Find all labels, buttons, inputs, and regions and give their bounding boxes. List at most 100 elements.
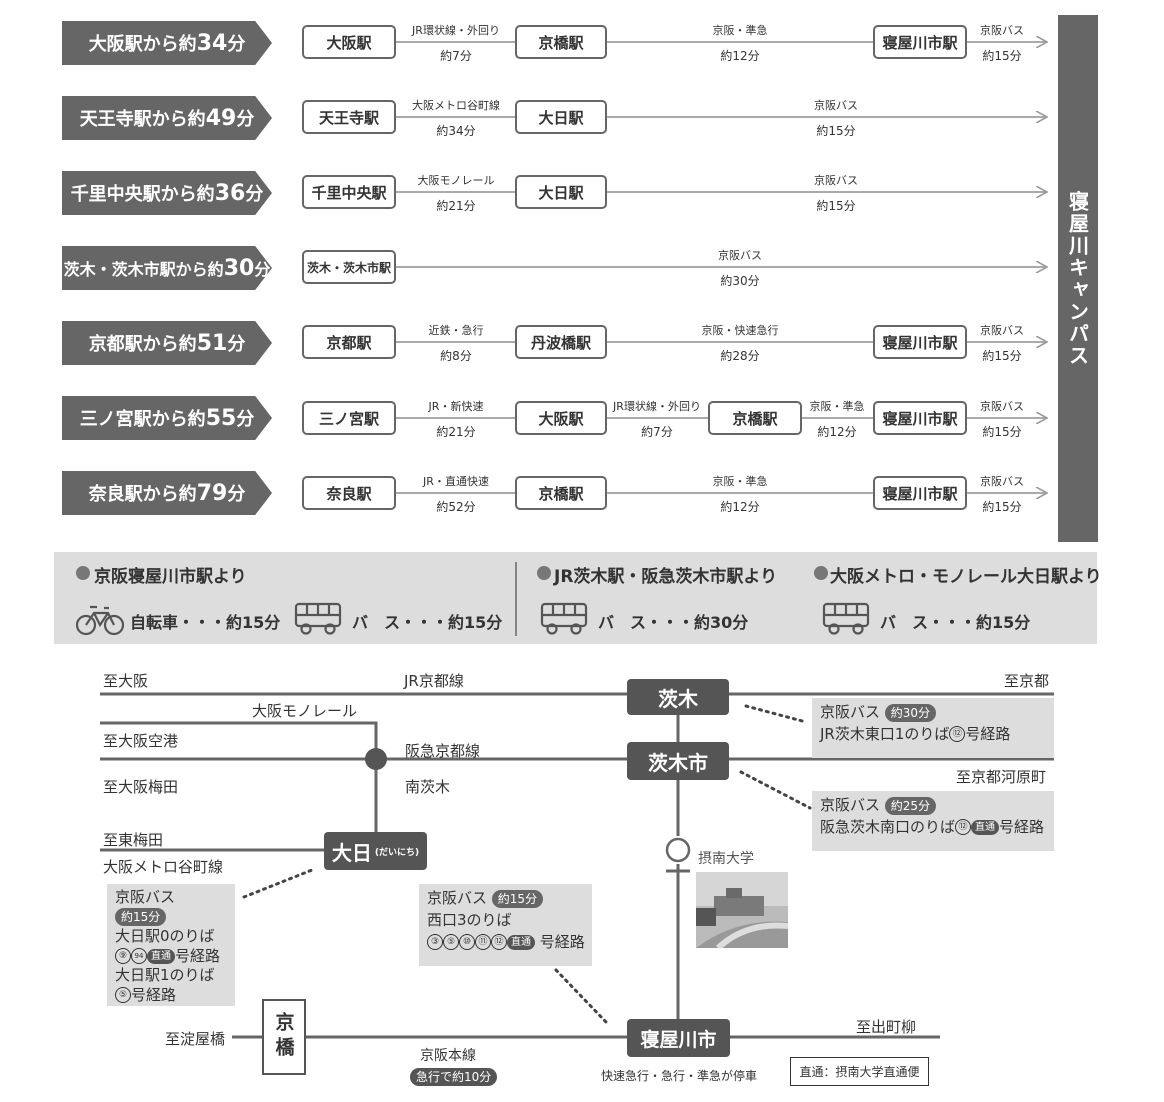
info-box-suffix: 号経路 — [999, 817, 1045, 836]
segment-line-name: 京阪・準急 — [712, 475, 768, 488]
station-box: 寝屋川市駅 — [873, 25, 967, 59]
direct-badge: 直通 — [147, 948, 175, 964]
station-box: 三ノ宮駅 — [302, 401, 396, 435]
info-box-stop: 大日駅0のりば — [115, 927, 215, 945]
route-label-unit: 分 — [236, 109, 255, 130]
station-box: 寝屋川市駅 — [873, 476, 967, 510]
route-label-unit: 分 — [227, 334, 246, 355]
station-kyobashi: 京橋 — [262, 999, 306, 1075]
duration-badge: 約30分 — [884, 703, 937, 722]
access-panel: 京阪寝屋川市駅より 自転車・・・約15分 バ ス・・・約15分 JR茨木駅・阪急… — [54, 552, 1102, 644]
segment-time: 約15分 — [816, 199, 856, 213]
duration-badge: 約15分 — [491, 889, 544, 908]
station-dainichi: 大日(だいにち) — [324, 832, 427, 870]
segment-time: 約7分 — [440, 49, 472, 63]
info-box-stop: JR茨木東口1のりば — [820, 724, 950, 743]
station-ibaraki-shi: 茨木市 — [627, 742, 729, 780]
station-box: 大日駅 — [515, 100, 607, 134]
segment-time: 約52分 — [436, 500, 476, 514]
segment-line-name: JR・新快速 — [428, 400, 484, 413]
station-box: 寝屋川市駅 — [873, 401, 967, 435]
segment-line-name: 京阪バス — [980, 324, 1024, 337]
segment-line-name: 大阪モノレール — [417, 174, 495, 187]
segment-time: 約28分 — [720, 349, 760, 363]
station-box: 大阪駅 — [515, 401, 607, 435]
label-hankyu-kyoto-line: 阪急京都線 — [405, 742, 481, 760]
route-label-minutes: 55 — [205, 405, 237, 431]
station-dainichi-name: 大日 — [331, 840, 372, 865]
info-box-stop: 大日駅1のりば — [115, 966, 215, 984]
route-number: ⑤ — [443, 934, 459, 950]
route-label-text: 天王寺駅から約 — [79, 109, 206, 130]
route-number: 94 — [131, 948, 147, 964]
station-box: 京橋駅 — [515, 476, 607, 510]
route-label-text: 京都駅から約 — [88, 334, 197, 355]
label-osaka-monorail: 大阪モノレール — [252, 702, 358, 720]
segment-line-name: JR環状線・外回り — [412, 24, 500, 37]
bullet-icon — [76, 566, 90, 580]
segment-line-name: 京阪バス — [980, 24, 1024, 37]
segment-time: 約15分 — [982, 49, 1022, 63]
segment-time: 約21分 — [436, 199, 476, 213]
campus-photo — [696, 872, 788, 948]
segment-time: 約12分 — [720, 500, 760, 514]
label-to-kyoto: 至京都 — [1004, 672, 1050, 690]
bus-time: バ ス・・・約15分 — [880, 613, 1031, 632]
info-box-suffix: 号経路 — [175, 946, 221, 965]
access-group-ibaraki-heading: JR茨木駅・阪急茨木市駅より — [554, 567, 778, 587]
label-to-osaka-umeda: 至大阪梅田 — [103, 778, 179, 796]
route-number: ⑫ — [949, 726, 966, 743]
route-label-minutes: 30 — [223, 255, 255, 281]
label-to-yodoyabashi: 至淀屋橋 — [165, 1030, 226, 1048]
segment-time: 約15分 — [816, 124, 856, 138]
station-box: 奈良駅 — [302, 476, 396, 510]
route-label-text: 奈良駅から約 — [88, 484, 197, 505]
route-number: ⑤ — [115, 987, 131, 1003]
route-label-minutes: 79 — [196, 480, 228, 506]
segment-line-name: 京阪バス — [980, 400, 1024, 413]
route-label-text: 大阪駅から約 — [88, 34, 197, 55]
segment-time: 約21分 — [436, 425, 476, 439]
route-label-minutes: 51 — [196, 330, 228, 356]
station-box: 茨木・茨木市駅 — [302, 250, 396, 284]
station-box: 丹波橋駅 — [515, 325, 607, 359]
bicycle-icon — [76, 605, 124, 636]
route-label-text: 茨木・茨木市駅から約 — [63, 260, 224, 279]
info-box-title: 京阪バス — [115, 888, 176, 906]
route-label-unit: 分 — [227, 484, 246, 505]
station-dainichi-reading: (だいにち) — [374, 847, 420, 858]
station-box: 京橋駅 — [515, 25, 607, 59]
route-label-minutes: 34 — [196, 30, 228, 56]
bus-time: バ ス・・・約30分 — [598, 613, 749, 632]
route-label-text: 千里中央駅から約 — [70, 184, 215, 205]
segment-time: 約15分 — [982, 500, 1022, 514]
label-metro-tanimachi-line: 大阪メトロ谷町線 — [103, 858, 224, 876]
segment-time: 約7分 — [641, 425, 673, 439]
bus-icon — [822, 602, 870, 635]
label-stopping-services: 快速急行・急行・準急が停車 — [601, 1069, 758, 1083]
segment-line-name: 京阪バス — [980, 475, 1024, 488]
access-group-neyagawa-heading: 京阪寝屋川市駅より — [94, 567, 247, 587]
station-box: 千里中央駅 — [302, 175, 396, 209]
segment-time: 約15分 — [982, 349, 1022, 363]
info-box-title: 京阪バス — [427, 889, 488, 907]
route-label-unit: 分 — [227, 34, 246, 55]
bus-time: バ ス・・・約15分 — [352, 613, 503, 632]
route-label-unit: 分 — [236, 409, 255, 430]
segment-line-name: 近鉄・急行 — [428, 324, 484, 337]
campus-destination: 寝屋川キャンパス — [1058, 15, 1098, 542]
label-to-kyoto-kawaramachi: 至京都河原町 — [956, 768, 1047, 786]
label-to-osaka-airport: 至大阪空港 — [103, 732, 179, 750]
segment-time: 約15分 — [982, 425, 1022, 439]
route-label-text: 三ノ宮駅から約 — [79, 409, 206, 430]
bus-icon — [540, 602, 588, 635]
label-to-higashi-umeda: 至東梅田 — [103, 831, 164, 849]
info-box-suffix: 号経路 — [539, 932, 585, 951]
info-box-stop: 阪急茨木南口のりば — [820, 817, 956, 836]
